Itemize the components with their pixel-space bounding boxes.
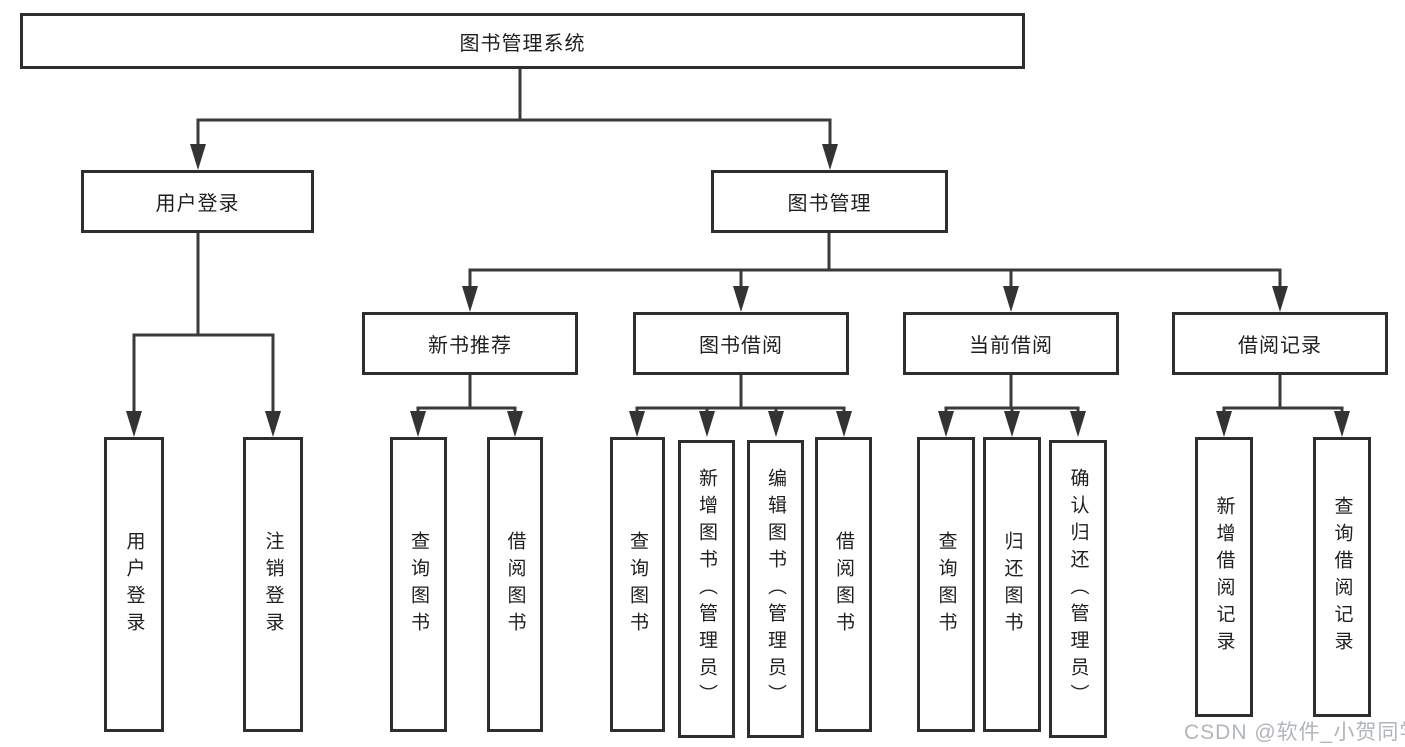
leaf-cb-return-books-label: 归还图书 [1001, 530, 1023, 639]
leaf-cb-return-books: 归还图书 [983, 437, 1041, 732]
node-book-borrowing-label: 图书借阅 [699, 335, 783, 357]
node-user-login: 用户登录 [81, 170, 314, 233]
leaf-nb-borrow-books: 借阅图书 [487, 437, 543, 732]
leaf-cb-confirm-return-label: 确认归还（管理员） [1067, 467, 1089, 711]
leaf-nb-query-books: 查询图书 [390, 437, 447, 732]
node-book-management-label: 图书管理 [787, 193, 872, 215]
leaf-cb-query-books-label: 查询图书 [935, 530, 957, 639]
leaf-bb-query-books: 查询图书 [610, 437, 665, 732]
node-borrowing-records-label: 借阅记录 [1238, 335, 1322, 357]
node-current-borrowing: 当前借阅 [903, 312, 1119, 375]
leaf-bb-borrow-books: 借阅图书 [815, 437, 872, 732]
leaf-bb-add-books: 新增图书（管理员） [678, 440, 735, 738]
leaf-nb-borrow-books-label: 借阅图书 [504, 530, 526, 639]
node-new-book-recommend: 新书推荐 [362, 312, 578, 375]
arrowhead-icons [126, 144, 1350, 437]
node-user-login-label: 用户登录 [155, 193, 240, 215]
leaf-br-add-record: 新增借阅记录 [1195, 437, 1253, 717]
leaf-br-add-record-label: 新增借阅记录 [1213, 496, 1235, 658]
node-current-borrowing-label: 当前借阅 [969, 335, 1053, 357]
leaf-bb-edit-books: 编辑图书（管理员） [747, 440, 804, 738]
leaf-bb-add-books-label: 新增图书（管理员） [696, 467, 717, 711]
leaf-cb-confirm-return: 确认归还（管理员） [1049, 440, 1107, 738]
leaf-cb-query-books: 查询图书 [917, 437, 975, 732]
leaf-br-query-record-label: 查询借阅记录 [1331, 496, 1353, 658]
leaf-user-login: 用户登录 [104, 437, 164, 732]
leaf-user-login-label: 用户登录 [123, 530, 145, 639]
leaf-nb-query-books-label: 查询图书 [408, 530, 429, 639]
leaf-logout-login: 注销登录 [243, 437, 303, 732]
leaf-bb-edit-books-label: 编辑图书（管理员） [765, 467, 786, 711]
node-root-label: 图书管理系统 [459, 32, 586, 55]
leaf-bb-query-books-label: 查询图书 [627, 530, 648, 639]
node-root: 图书管理系统 [20, 13, 1025, 69]
leaf-bb-borrow-books-label: 借阅图书 [833, 530, 854, 639]
csdn-watermark: CSDN @软件_小贺同学 [1184, 721, 1405, 744]
node-book-borrowing: 图书借阅 [633, 312, 849, 375]
node-new-book-recommend-label: 新书推荐 [428, 335, 512, 357]
leaf-logout-login-label: 注销登录 [262, 530, 284, 639]
leaf-br-query-record: 查询借阅记录 [1313, 437, 1371, 717]
node-book-management: 图书管理 [711, 170, 948, 233]
node-borrowing-records: 借阅记录 [1172, 312, 1388, 375]
